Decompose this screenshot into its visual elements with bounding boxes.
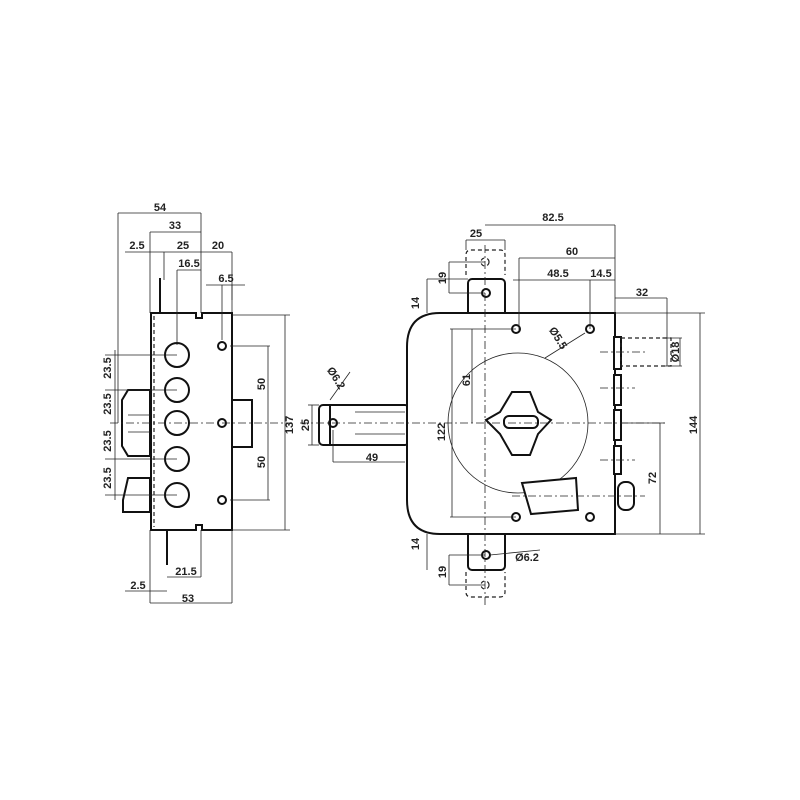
latch-bolts [613, 336, 622, 475]
dim-137: 137 [284, 416, 296, 434]
dim-144: 144 [688, 415, 700, 434]
dim-2-5-top: 2.5 [129, 240, 144, 252]
dim-60: 60 [566, 246, 578, 258]
tab-top-extended [465, 249, 506, 275]
dim-33: 33 [169, 220, 181, 232]
dim-19-bottom: 19 [437, 566, 449, 578]
bolt-side [231, 399, 253, 448]
dim-54: 54 [154, 202, 167, 214]
dim-23-5-d: 23.5 [102, 467, 114, 488]
dim-50-lower: 50 [256, 456, 268, 468]
dim-dia-6-2-tab: Ø6.2 [515, 552, 539, 564]
dim-32: 32 [636, 287, 648, 299]
dim-20: 20 [212, 240, 224, 252]
dim-82-5: 82.5 [542, 212, 563, 224]
dim-25: 25 [177, 240, 189, 252]
dim-122: 122 [436, 423, 448, 441]
tab-bottom-extended [465, 572, 506, 598]
dim-72: 72 [647, 472, 659, 484]
dim-14-top: 14 [410, 296, 422, 309]
dim-49: 49 [366, 452, 378, 464]
dim-2-5-bottom: 2.5 [130, 580, 145, 592]
dim-61: 61 [461, 374, 473, 386]
dim-23-5-a: 23.5 [102, 357, 114, 378]
side-view: 54 33 2.5 25 20 16.5 6.5 137 50 50 23.5 … [102, 202, 296, 605]
dim-23-5-b: 23.5 [102, 393, 114, 414]
dim-16-5: 16.5 [178, 258, 199, 270]
bolt-front [318, 404, 410, 446]
dim-25-bolt: 25 [300, 419, 312, 431]
dim-25-tab: 25 [470, 228, 482, 240]
dim-19-top: 19 [437, 272, 449, 284]
dim-dia-18: Ø18 [670, 342, 682, 363]
handle-knob [484, 391, 553, 456]
dim-14-bottom: 14 [410, 537, 422, 550]
dim-53: 53 [182, 593, 194, 605]
dim-23-5-c: 23.5 [102, 430, 114, 451]
front-view: 82.5 25 60 48.5 14.5 32 Ø18 144 72 122 6… [300, 212, 705, 605]
dim-6-5: 6.5 [218, 273, 233, 285]
dim-dia-6-2-bolt: Ø6.2 [324, 365, 347, 392]
dim-14-5: 14.5 [590, 268, 611, 280]
dim-21-5: 21.5 [175, 566, 196, 578]
dim-50-upper: 50 [256, 378, 268, 390]
dim-48-5: 48.5 [547, 268, 568, 280]
brand-plate [503, 415, 539, 429]
